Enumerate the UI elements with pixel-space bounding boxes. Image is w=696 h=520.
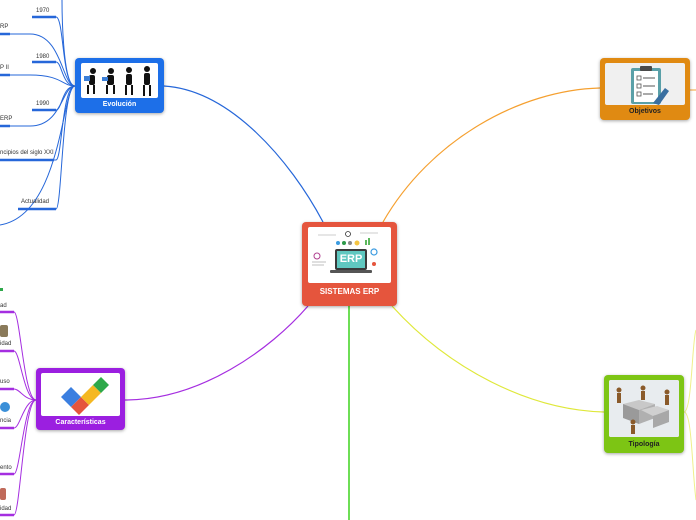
leaf-erp-2[interactable]: P II — [0, 65, 9, 71]
topic-tipologia-title: Tipología — [628, 441, 660, 448]
leaf-underlines-blue — [0, 15, 56, 211]
central-node[interactable]: ERP SISTEMAS ERP — [302, 222, 397, 306]
leaf-siglo-xxi[interactable]: ncipios del siglo XXI — [0, 150, 54, 156]
evolucion-branches — [0, 0, 76, 226]
clipped-icon-3 — [0, 488, 6, 500]
leaf-erp-1[interactable]: RP — [0, 24, 9, 30]
leaf-1990[interactable]: 1990 — [36, 101, 50, 107]
colorful-checkmark-icon — [41, 373, 120, 416]
laptop-icon — [312, 231, 378, 273]
clipped-icon-1 — [0, 325, 8, 337]
puzzle-pieces-icon — [609, 380, 679, 437]
link-caracteristicas — [124, 305, 309, 401]
evolution-silhouettes-icon — [81, 63, 158, 98]
topic-objetivos[interactable]: Objetivos — [600, 58, 690, 120]
leaf-actualidad[interactable]: Actualidad — [21, 199, 50, 205]
leaf-caract-3[interactable]: uso — [0, 379, 10, 385]
topic-objetivos-title: Objetivos — [629, 108, 661, 115]
leaf-caract-6[interactable]: idad — [0, 506, 12, 512]
clipped-icon-2 — [0, 402, 10, 412]
topic-evolucion[interactable]: Evolución — [75, 58, 164, 113]
leaf-erp-3[interactable]: ERP — [0, 116, 13, 122]
leaf-caract-5[interactable]: ento — [0, 465, 12, 471]
topic-caracteristicas[interactable]: Características — [36, 368, 125, 430]
central-title: SISTEMAS ERP — [319, 287, 380, 296]
leaf-1980[interactable]: 1980 — [36, 54, 50, 60]
topic-tipologia[interactable]: Tipología — [604, 375, 684, 453]
clipped-icon-4 — [0, 288, 3, 291]
topic-evolucion-title: Evolución — [102, 101, 137, 108]
leaf-caract-4[interactable]: ncia — [0, 418, 12, 424]
checklist-clipboard-icon — [605, 63, 685, 105]
link-evolucion — [163, 85, 324, 223]
link-objetivos — [382, 87, 601, 223]
leaf-1970[interactable]: 1970 — [36, 8, 50, 14]
caracteristicas-branches — [0, 311, 37, 516]
leaf-underlines-purple — [0, 310, 14, 517]
link-tipologia — [391, 305, 605, 413]
topic-caracteristicas-title: Características — [55, 419, 106, 426]
tipologia-branches — [683, 329, 696, 501]
erp-screen-label: ERP — [339, 253, 363, 265]
leaf-caract-1[interactable]: ad — [0, 303, 7, 309]
erp-illustration: ERP — [308, 227, 391, 283]
leaf-caract-2[interactable]: idad — [0, 341, 12, 347]
